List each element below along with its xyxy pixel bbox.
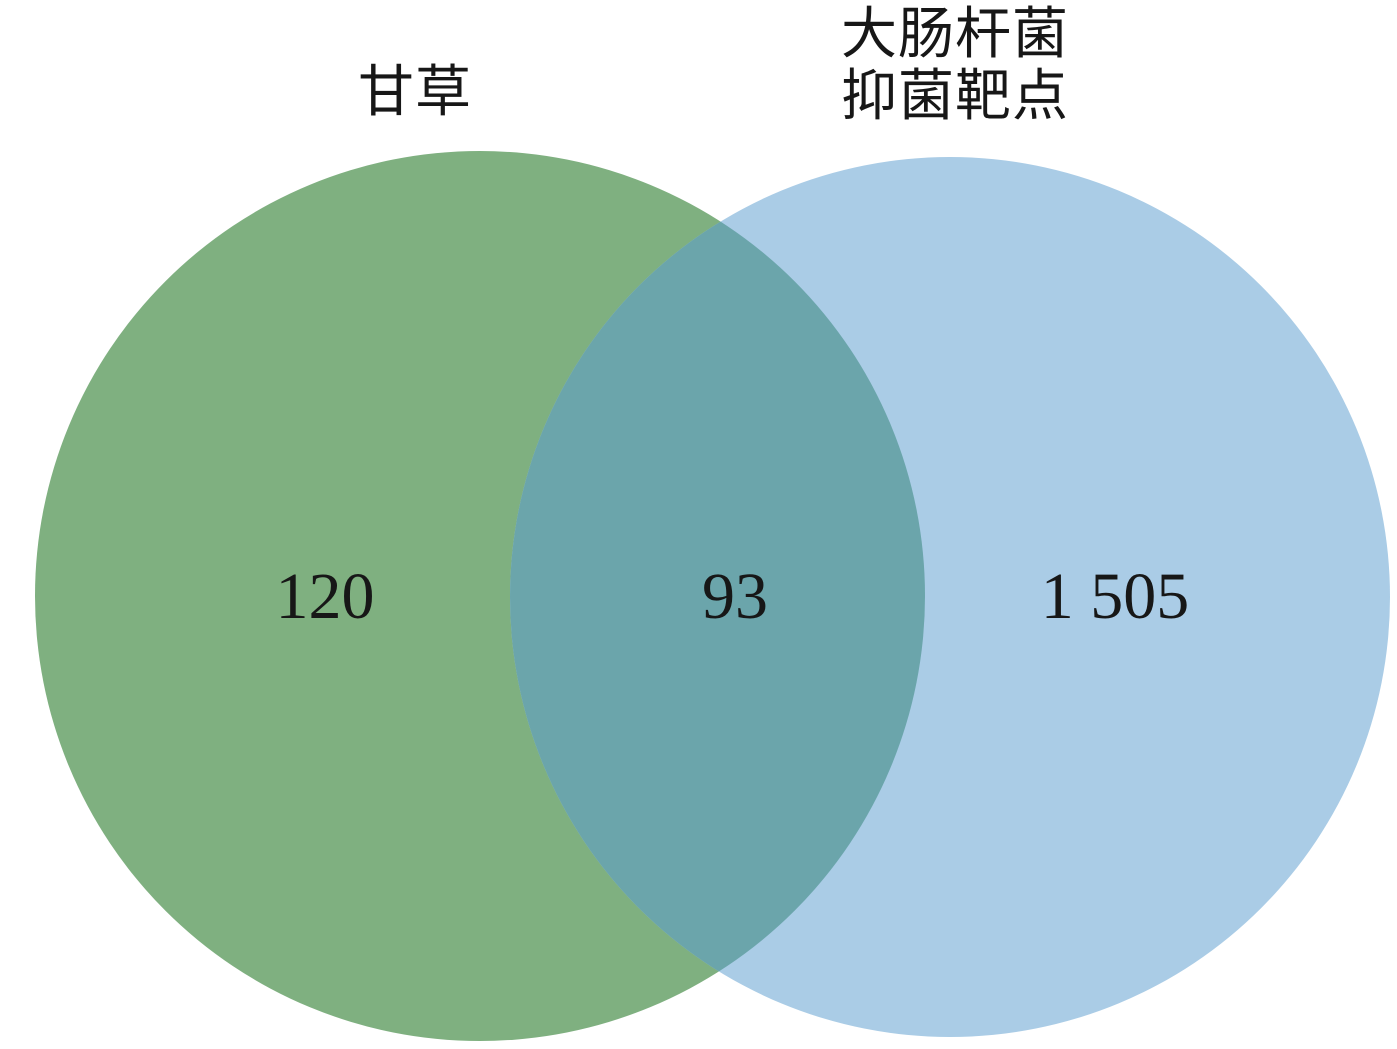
count-left-only: 120 — [275, 560, 375, 633]
set-label-right: 大肠杆菌 抑菌靶点 — [841, 4, 1069, 128]
count-right-only: 1 505 — [1040, 560, 1190, 633]
set-label-left: 甘草 — [358, 62, 472, 124]
venn-intersection-lens — [510, 157, 925, 1037]
count-intersection: 93 — [702, 560, 768, 633]
